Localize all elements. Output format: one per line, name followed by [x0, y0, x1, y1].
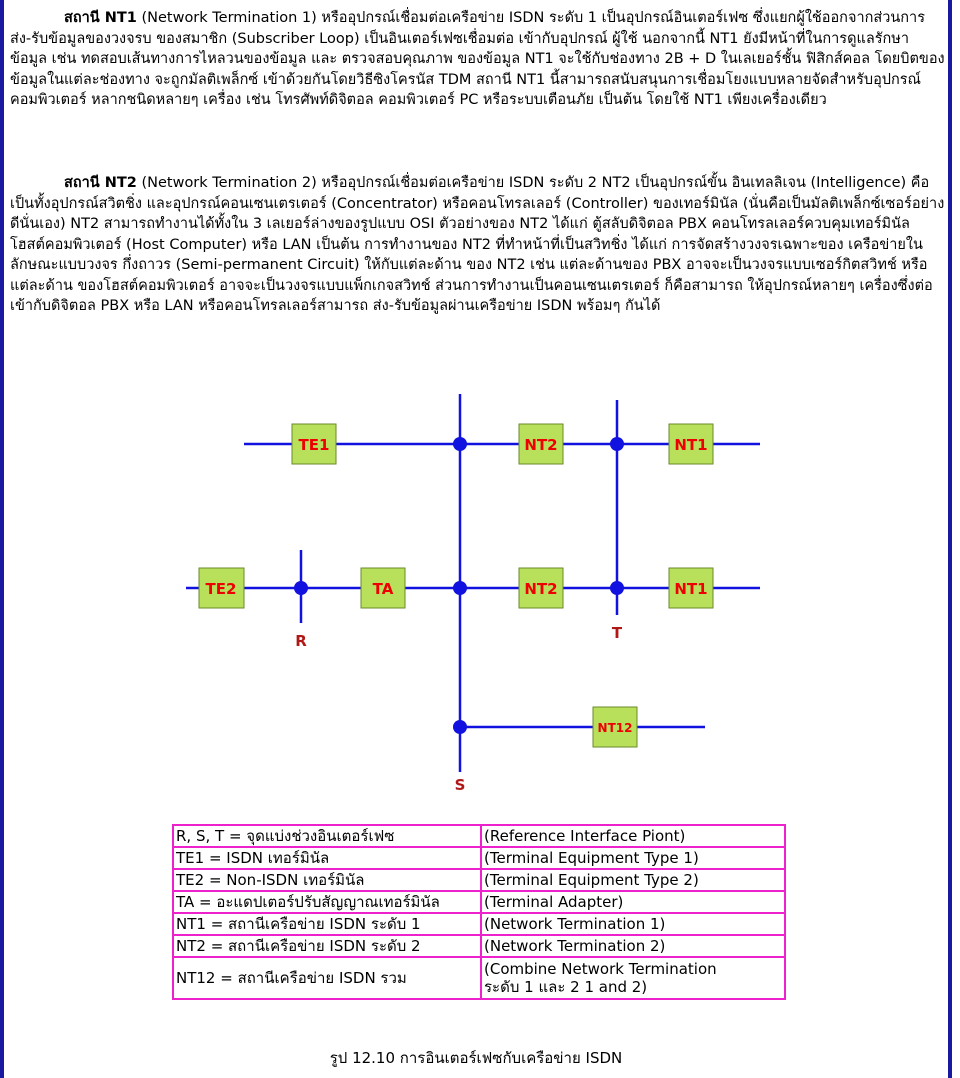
legend-term: TE1 = ISDN เทอร์มินัล — [172, 846, 482, 870]
isdn-interface-diagram: TE1 NT2 NT1 TE2 TA NT2 NT1 NT12 R T S — [186, 394, 760, 794]
junction-dot — [610, 437, 624, 451]
box-nt2-middle-label: NT2 — [524, 580, 557, 598]
legend-description: (Network Termination 2) — [480, 934, 786, 958]
legend-row: TE2 = Non-ISDN เทอร์มินัล(Terminal Equip… — [172, 868, 786, 892]
box-nt1-middle-label: NT1 — [674, 580, 707, 598]
box-nt1-top: NT1 — [668, 423, 714, 465]
box-nt12: NT12 — [592, 706, 638, 748]
legend-description-line: ระดับ 1 และ 2 1 and 2) — [484, 978, 648, 996]
legend-row: TA = อะแดปเตอร์ปรับสัญญาณเทอร์มินัล(Term… — [172, 890, 786, 914]
legend-description: (Terminal Equipment Type 1) — [480, 846, 786, 870]
figure-caption: รูป 12.10 การอินเตอร์เฟซกับเครือข่าย ISD… — [329, 1049, 623, 1067]
legend-description-line: (Terminal Adapter) — [484, 893, 624, 911]
legend-row: NT2 = สถานีเครือข่าย ISDN ระดับ 2(Networ… — [172, 934, 786, 958]
term-nt2: สถานี NT2 — [64, 175, 137, 191]
legend-term: TA = อะแดปเตอร์ปรับสัญญาณเทอร์มินัล — [172, 890, 482, 914]
paragraph-nt1: สถานี NT1 (Network Termination 1) หรืออุ… — [10, 8, 946, 111]
box-nt1-middle: NT1 — [668, 567, 714, 609]
legend-description-line: (Terminal Equipment Type 1) — [484, 849, 699, 867]
box-te2-label: TE2 — [206, 580, 237, 598]
legend-description-line: (Network Termination 1) — [484, 915, 666, 933]
box-ta: TA — [360, 567, 406, 609]
legend-description: (Reference Interface Piont) — [480, 824, 786, 848]
box-te2: TE2 — [198, 567, 245, 609]
legend-body: R, S, T = จุดแบ่งช่วงอินเตอร์เฟซ(Referen… — [172, 824, 786, 1000]
box-nt2-middle: NT2 — [518, 567, 564, 609]
reference-point-t: T — [612, 624, 623, 642]
term-nt1: สถานี NT1 — [64, 10, 137, 26]
legend-row: R, S, T = จุดแบ่งช่วงอินเตอร์เฟซ(Referen… — [172, 824, 786, 848]
legend-row: NT12 = สถานีเครือข่าย ISDN รวม(Combine N… — [172, 956, 786, 1000]
legend-term: NT12 = สถานีเครือข่าย ISDN รวม — [172, 956, 482, 1000]
legend-table: R, S, T = จุดแบ่งช่วงอินเตอร์เฟซ(Referen… — [172, 824, 786, 1000]
legend-description: (Terminal Equipment Type 2) — [480, 868, 786, 892]
legend-description: (Terminal Adapter) — [480, 890, 786, 914]
legend-description-line: (Network Termination 2) — [484, 937, 666, 955]
reference-point-s: S — [455, 776, 466, 794]
legend-term: TE2 = Non-ISDN เทอร์มินัล — [172, 868, 482, 892]
box-nt12-label: NT12 — [598, 721, 633, 735]
legend-row: TE1 = ISDN เทอร์มินัล(Terminal Equipment… — [172, 846, 786, 870]
junction-dot — [453, 437, 467, 451]
box-nt1-top-label: NT1 — [674, 436, 707, 454]
legend-term: NT1 = สถานีเครือข่าย ISDN ระดับ 1 — [172, 912, 482, 936]
box-nt2-top-label: NT2 — [524, 436, 557, 454]
reference-point-r: R — [295, 632, 307, 650]
legend-description: (Network Termination 1) — [480, 912, 786, 936]
legend-description-line: (Reference Interface Piont) — [484, 827, 686, 845]
paragraph-nt2-text: (Network Termination 2) หรืออุปกรณ์เชื่อ… — [10, 175, 945, 314]
box-te1: TE1 — [291, 423, 337, 465]
box-ta-label: TA — [373, 580, 394, 598]
legend-description-line: (Terminal Equipment Type 2) — [484, 871, 699, 889]
junction-dot — [453, 720, 467, 734]
paragraph-nt1-text: (Network Termination 1) หรืออุปกรณ์เชื่อ… — [10, 10, 945, 108]
legend-row: NT1 = สถานีเครือข่าย ISDN ระดับ 1(Networ… — [172, 912, 786, 936]
junction-dot — [294, 581, 308, 595]
paragraph-nt2: สถานี NT2 (Network Termination 2) หรืออุ… — [10, 173, 946, 317]
junction-dot — [610, 581, 624, 595]
box-te1-label: TE1 — [299, 436, 330, 454]
junction-dot — [453, 581, 467, 595]
legend-description-line: (Combine Network Termination — [484, 960, 717, 978]
legend-term: NT2 = สถานีเครือข่าย ISDN ระดับ 2 — [172, 934, 482, 958]
box-nt2-top: NT2 — [518, 423, 564, 465]
legend-term: R, S, T = จุดแบ่งช่วงอินเตอร์เฟซ — [172, 824, 482, 848]
